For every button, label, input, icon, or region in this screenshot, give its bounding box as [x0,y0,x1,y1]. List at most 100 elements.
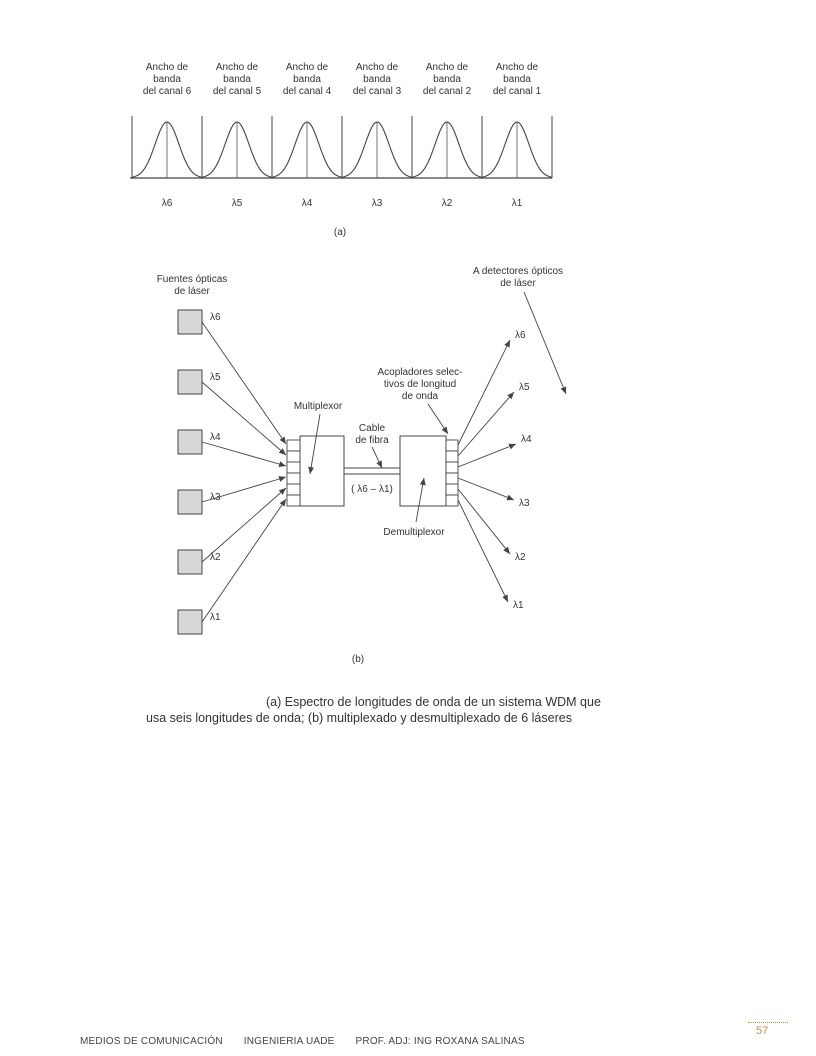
footer-course: MEDIOS DE COMUNICACIÓN [80,1036,223,1047]
bandwidth-label: banda [503,74,531,85]
output-arrow [457,477,515,501]
bandwidth-label: banda [293,74,321,85]
multiplexer-ports [286,439,301,507]
laser-source-label: λ2 [210,552,221,563]
cable-pointer [371,446,383,469]
multiplexer-box [299,435,345,507]
spectrum-center-lines [166,122,518,178]
bandwidth-label: banda [153,74,181,85]
multiplexer-label: Multiplexor [294,401,343,412]
laser-source-box [177,609,203,635]
multiplexer-port [286,439,301,452]
multiplexer-port [286,494,301,507]
demultiplexer-port [445,461,459,474]
laser-source-box [177,549,203,575]
sources-label-line2: de láser [174,286,210,297]
footer-professor: PROF. ADJ: ING ROXANA SALINAS [355,1036,525,1047]
bandwidth-label: del canal 2 [423,86,472,97]
multiplexer-port [286,461,301,474]
multiplexer-port [286,472,301,485]
laser-source-box [177,489,203,515]
detectors-label-line2: de láser [500,278,536,289]
system-sublabel: (b) [352,654,364,665]
output-wavelength-label: λ2 [515,552,526,563]
detector-outputs: λ6 λ5 λ4 λ3 λ2 λ1 [457,330,532,611]
demultiplexer-port [445,439,459,452]
spectrum-wavelength-label: λ1 [512,198,523,209]
laser-source-label: λ3 [210,492,221,503]
caption-line2: usa seis longitudes de onda; (b) multipl… [146,711,572,725]
bandwidth-label: del canal 5 [213,86,262,97]
laser-source-label: λ5 [210,372,221,383]
output-arrow [457,339,511,446]
bandwidth-label: Ancho de [496,62,539,73]
spectrum-wavelength-label: λ2 [442,198,453,209]
cable-range: ( λ6 – λ1) [351,484,393,495]
source-arrow [201,498,287,623]
bandwidth-label: del canal 3 [353,86,402,97]
source-arrow [201,381,287,456]
demultiplexer-label: Demultiplexor [383,527,445,538]
footer-school: INGENIERIA UADE [243,1036,335,1047]
page-footer: MEDIOS DE COMUNICACIÓN INGENIERIA UADE P… [80,1036,543,1047]
output-wavelength-label: λ6 [515,330,526,341]
wdm-system: Fuentes ópticas de láser A detectores óp… [157,266,567,665]
spectrum-wavelength-label: λ3 [372,198,383,209]
spectrum-wavelength-label: λ5 [232,198,243,209]
couplers-label-line2: tivos de longitud [384,379,456,390]
bandwidth-label: Ancho de [356,62,399,73]
output-arrow [457,443,517,468]
laser-source-label: λ4 [210,432,221,443]
bandwidth-label: banda [363,74,391,85]
laser-source-box [177,429,203,455]
demultiplexer-port [445,494,459,507]
wavelength-labels: λ6 λ5 λ4 λ3 λ2 λ1 [162,198,523,209]
multiplexer-port [286,483,301,496]
figure-caption: (a) Espectro de longitudes de onda de un… [140,694,660,726]
bandwidth-label: Ancho de [146,62,189,73]
detectors-pointer [523,291,567,395]
bandwidth-label: Ancho de [286,62,329,73]
source-arrow [201,476,287,503]
output-arrow [457,499,509,603]
bandwidth-label: del canal 1 [493,86,542,97]
laser-source-label: λ1 [210,612,221,623]
bandwidth-label: banda [433,74,461,85]
sources-label-line1: Fuentes ópticas [157,274,228,285]
demultiplexer-port [445,483,459,496]
source-arrow [201,487,287,563]
output-wavelength-label: λ3 [519,498,530,509]
laser-sources: λ6 λ5 λ4 λ3 λ2 λ1 [177,309,287,635]
spectrum-sublabel: (a) [334,227,346,238]
spectrum-wavelength-label: λ6 [162,198,173,209]
cable-label-line1: Cable [359,423,386,434]
couplers-label-line3: de onda [402,391,439,402]
detectors-label-line1: A detectores ópticos [473,266,563,277]
demultiplexer-pointer [415,477,426,523]
bandwidth-label: banda [223,74,251,85]
caption-line1: (a) Espectro de longitudes de onda de un… [266,695,601,709]
spectrum-dividers [131,116,553,178]
couplers-pointer [427,403,449,435]
output-wavelength-label: λ1 [513,600,524,611]
spectrum-wavelength-label: λ4 [302,198,313,209]
bandwidth-label: Ancho de [426,62,469,73]
laser-source-box [177,369,203,395]
cable-label-line2: de fibra [355,435,389,446]
output-wavelength-label: λ5 [519,382,530,393]
couplers-label-line1: Acopladores selec- [377,367,462,378]
output-arrow [457,488,511,555]
laser-source-box [177,309,203,335]
source-arrow [201,321,287,445]
bandwidth-label: Ancho de [216,62,259,73]
page-number-rule [748,1022,788,1023]
multiplexer-port [286,450,301,463]
bandwidth-label: del canal 6 [143,86,192,97]
multiplexer-pointer [308,413,321,475]
page-number: 57 [756,1025,769,1037]
laser-source-label: λ6 [210,312,221,323]
output-wavelength-label: λ4 [521,434,532,445]
